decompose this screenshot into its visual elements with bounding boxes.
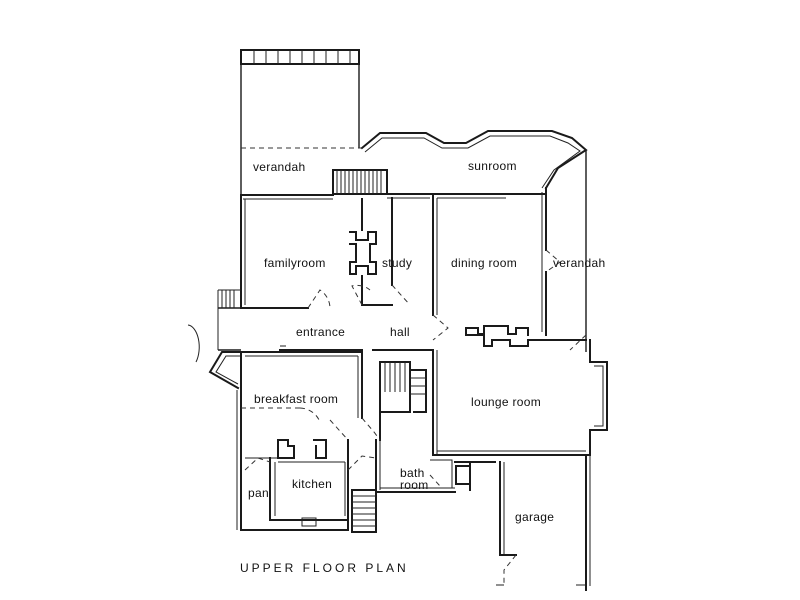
label-entrance: entrance	[296, 325, 345, 339]
main-walls	[187, 187, 608, 591]
label-dining-room: dining room	[451, 256, 517, 270]
label-kitchen: kitchen	[292, 477, 332, 491]
label-pan: pan	[248, 486, 269, 500]
top-verandah-railing	[240, 49, 362, 195]
label-verandah-side: verandah	[553, 256, 605, 270]
sunroom-bay-walls	[360, 130, 588, 352]
label-verandah-top: verandah	[253, 160, 305, 174]
room-labels: verandah sunroom familyroom study dining…	[248, 159, 605, 524]
label-familyroom: familyroom	[264, 256, 326, 270]
label-study: study	[382, 256, 412, 270]
top-stair	[332, 169, 388, 195]
plan-title: UPPER FLOOR PLAN	[240, 561, 409, 575]
label-bath: bath	[400, 466, 425, 480]
label-hall: hall	[390, 325, 410, 339]
label-lounge-room: lounge room	[471, 395, 541, 409]
label-bath-room: room	[400, 478, 429, 492]
label-breakfast-room: breakfast room	[254, 392, 338, 406]
door-swings	[244, 249, 587, 585]
label-sunroom: sunroom	[468, 159, 517, 173]
label-garage: garage	[515, 510, 554, 524]
